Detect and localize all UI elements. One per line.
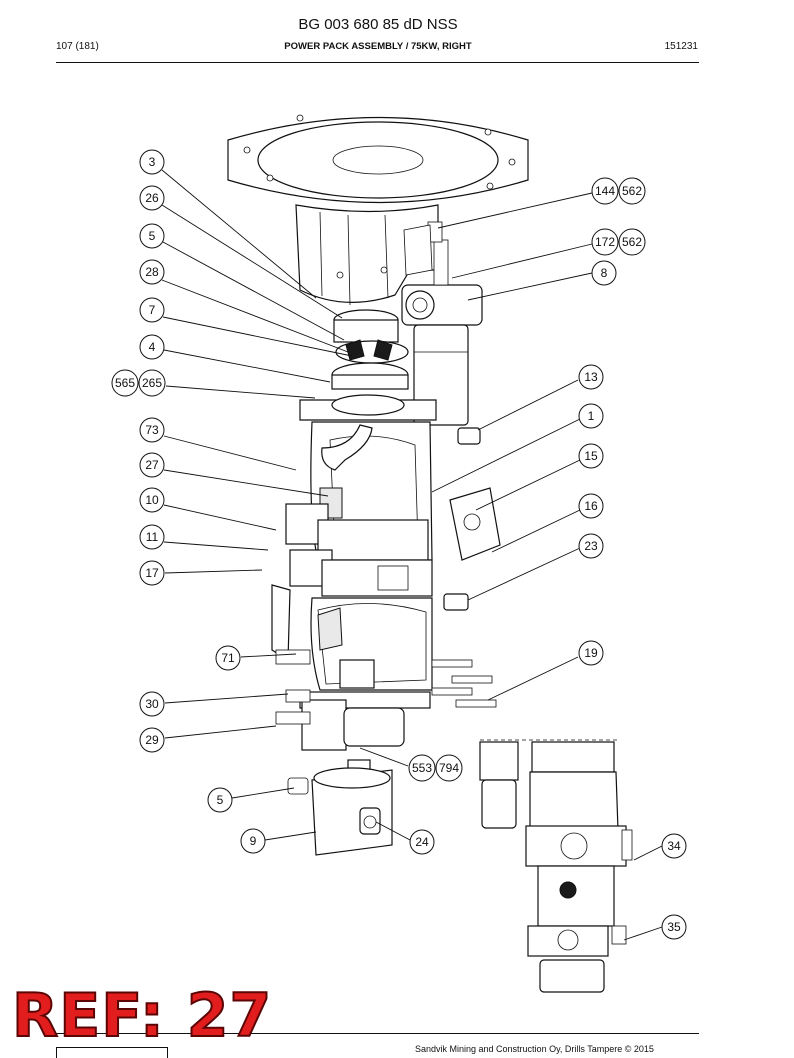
- svg-text:5: 5: [149, 229, 156, 243]
- flange-part: [449, 487, 501, 561]
- ref-stamp: REF: 27: [11, 981, 273, 1051]
- svg-text:144: 144: [595, 184, 615, 198]
- callout-5: 5: [139, 223, 165, 249]
- callout-265: 265: [138, 369, 166, 397]
- svg-text:562: 562: [622, 235, 642, 249]
- callout-10: 10: [139, 487, 165, 513]
- callout-34: 34: [661, 833, 687, 859]
- callout-28: 28: [139, 259, 165, 285]
- svg-text:794: 794: [439, 761, 459, 775]
- svg-text:24: 24: [415, 835, 429, 849]
- callout-16: 16: [578, 493, 604, 519]
- gear-pump: [287, 759, 393, 856]
- callout-19: 19: [578, 640, 604, 666]
- svg-text:30: 30: [145, 697, 159, 711]
- svg-text:562: 562: [622, 184, 642, 198]
- leader-lines: [161, 169, 663, 941]
- callout-562-a: 562: [618, 177, 646, 205]
- callout-30: 30: [139, 691, 165, 717]
- svg-text:19: 19: [584, 646, 598, 660]
- svg-text:17: 17: [145, 566, 159, 580]
- svg-text:565: 565: [115, 376, 135, 390]
- svg-text:71: 71: [221, 651, 235, 665]
- fitting-23: [443, 593, 469, 611]
- svg-text:10: 10: [145, 493, 159, 507]
- callout-5-lower: 5: [207, 787, 233, 813]
- svg-text:27: 27: [145, 458, 159, 472]
- svg-text:29: 29: [145, 733, 159, 747]
- footer-copyright: Sandvik Mining and Construction Oy, Dril…: [415, 1044, 654, 1054]
- svg-text:34: 34: [667, 839, 681, 853]
- svg-text:9: 9: [250, 834, 257, 848]
- callout-8: 8: [591, 260, 617, 286]
- inset-view: [479, 739, 633, 993]
- callout-4: 4: [139, 334, 165, 360]
- motor-housing: [295, 204, 439, 306]
- svg-text:35: 35: [667, 920, 681, 934]
- svg-text:553: 553: [412, 761, 432, 775]
- svg-text:73: 73: [145, 423, 159, 437]
- callout-562-b: 562: [618, 228, 646, 256]
- fitting-13: [457, 427, 481, 445]
- callout-1: 1: [578, 403, 604, 429]
- header-rule: [56, 62, 699, 63]
- svg-text:11: 11: [146, 530, 159, 544]
- coupling: [331, 309, 409, 390]
- callout-23: 23: [578, 533, 604, 559]
- callout-172: 172: [591, 228, 619, 256]
- secondary-pump: [275, 597, 433, 751]
- mounting-flange: [227, 114, 529, 204]
- callout-7: 7: [139, 297, 165, 323]
- page-number: 107 (181): [56, 41, 99, 52]
- svg-text:16: 16: [584, 499, 598, 513]
- callout-565: 565: [111, 369, 139, 397]
- svg-text:8: 8: [601, 266, 608, 280]
- return-filter: [401, 221, 483, 426]
- document-title: BG 003 680 85 dD NSS: [298, 16, 458, 33]
- svg-text:13: 13: [584, 370, 598, 384]
- svg-text:4: 4: [149, 340, 156, 354]
- svg-text:28: 28: [145, 265, 159, 279]
- callout-144: 144: [591, 177, 619, 205]
- svg-text:15: 15: [584, 449, 598, 463]
- svg-text:7: 7: [149, 303, 156, 317]
- screws-19: [431, 659, 497, 708]
- svg-text:3: 3: [149, 155, 156, 169]
- callout-9: 9: [240, 828, 266, 854]
- svg-text:26: 26: [145, 191, 159, 205]
- callout-29: 29: [139, 727, 165, 753]
- callout-17: 17: [139, 560, 165, 586]
- callout-26: 26: [139, 185, 165, 211]
- callout-15: 15: [578, 443, 604, 469]
- callout-3: 3: [139, 149, 165, 175]
- document-code: 151231: [664, 41, 698, 52]
- footer-rule: [56, 1033, 699, 1034]
- callout-794: 794: [435, 754, 463, 782]
- callout-553: 553: [408, 754, 436, 782]
- callout-24: 24: [409, 829, 435, 855]
- callout-71: 71: [215, 645, 241, 671]
- svg-text:23: 23: [584, 539, 598, 553]
- svg-text:265: 265: [142, 376, 162, 390]
- callout-35: 35: [661, 914, 687, 940]
- svg-text:5: 5: [217, 793, 224, 807]
- main-pump-body: [271, 394, 437, 662]
- callout-11: 11: [139, 524, 165, 550]
- callout-27: 27: [139, 452, 165, 478]
- section-title: POWER PACK ASSEMBLY / 75KW, RIGHT: [284, 41, 472, 52]
- svg-text:1: 1: [588, 409, 595, 423]
- callout-73: 73: [139, 417, 165, 443]
- callout-13: 13: [578, 364, 604, 390]
- svg-text:172: 172: [595, 235, 615, 249]
